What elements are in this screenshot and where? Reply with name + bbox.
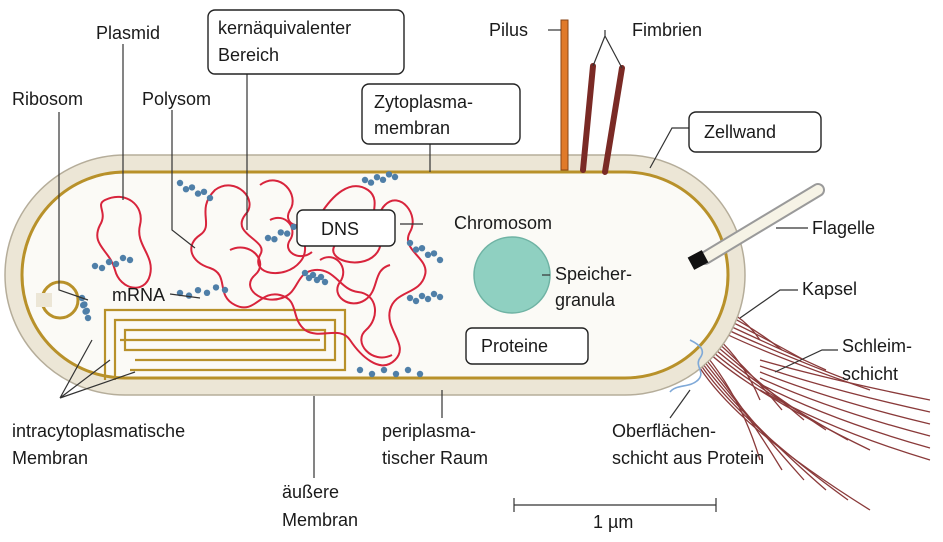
capsule-fibers — [700, 300, 930, 510]
ribosome — [437, 294, 443, 300]
ribosome — [407, 295, 413, 301]
label-kapsel: Kapsel — [802, 279, 857, 299]
ribosome — [195, 287, 201, 293]
ribosome — [213, 284, 219, 290]
ribosome — [374, 174, 380, 180]
label-polysom: Polysom — [142, 89, 211, 109]
ribosome — [106, 259, 112, 265]
label-peri-line1: periplasma- — [382, 421, 476, 441]
ribosome — [265, 235, 271, 241]
ribosome — [271, 236, 277, 242]
ribosome — [177, 180, 183, 186]
label-zyto-line2: membran — [374, 118, 450, 138]
ribosome — [113, 261, 119, 267]
ribosome — [207, 195, 213, 201]
ribosome — [413, 298, 419, 304]
label-scale: 1 µm — [593, 512, 633, 532]
ribosome — [222, 287, 228, 293]
ribosome — [425, 296, 431, 302]
label-intra-line2: Membran — [12, 448, 88, 468]
ribosome — [419, 293, 425, 299]
ribosome — [431, 291, 437, 297]
label-ober-line2: schicht aus Protein — [612, 448, 764, 468]
ribosome — [278, 229, 284, 235]
ribosome — [381, 367, 387, 373]
slime-fiber — [760, 378, 930, 436]
storage-granule — [474, 237, 550, 313]
scale-bar — [514, 498, 716, 512]
label-pilus: Pilus — [489, 20, 528, 40]
label-speicher-line1: Speicher- — [555, 264, 632, 284]
label-aeussere-line1: äußere — [282, 482, 339, 502]
ribosome — [127, 257, 133, 263]
pilus — [561, 20, 568, 170]
label-proteine: Proteine — [481, 336, 548, 356]
ribosome — [183, 186, 189, 192]
ribosome — [318, 274, 324, 280]
ribosome — [204, 290, 210, 296]
ribosome — [437, 257, 443, 263]
ribosome — [386, 171, 392, 177]
ribosome — [284, 230, 290, 236]
ribosome — [425, 252, 431, 258]
ribosome — [85, 315, 91, 321]
ribosome — [195, 190, 201, 196]
ribosome — [99, 265, 105, 271]
label-kern-line2: Bereich — [218, 45, 279, 65]
ribosome — [419, 245, 425, 251]
ribosome — [362, 177, 368, 183]
ribosome — [92, 263, 98, 269]
ribosome — [393, 371, 399, 377]
label-schleim-line2: schicht — [842, 364, 898, 384]
slime-fiber — [760, 390, 930, 460]
label-zyto-line1: Zytoplasma- — [374, 92, 473, 112]
ribosome — [310, 272, 316, 278]
ribosome — [84, 308, 90, 314]
label-kern-line1: kernäquivalenter — [218, 18, 351, 38]
ribosome — [368, 179, 374, 185]
ribosome — [413, 246, 419, 252]
ribosome — [120, 255, 126, 261]
label-fimbrien: Fimbrien — [632, 20, 702, 40]
label-mrna: mRNA — [112, 285, 165, 305]
ribosome — [81, 301, 87, 307]
label-zellwand: Zellwand — [704, 122, 776, 142]
ribosome — [369, 371, 375, 377]
ribosome — [201, 189, 207, 195]
ribosome — [189, 184, 195, 190]
label-schleim-line1: Schleim- — [842, 336, 912, 356]
label-flagelle: Flagelle — [812, 218, 875, 238]
label-ribosom: Ribosom — [12, 89, 83, 109]
label-aeussere-line2: Membran — [282, 510, 358, 530]
label-peri-line2: tischer Raum — [382, 448, 488, 468]
ribosome — [186, 292, 192, 298]
capsule-fiber — [700, 344, 870, 450]
ribosome — [417, 371, 423, 377]
ribosome — [392, 174, 398, 180]
ribosome — [380, 177, 386, 183]
ribosome — [290, 224, 296, 230]
ribosome — [407, 240, 413, 246]
ribosome — [322, 279, 328, 285]
label-ober-line1: Oberflächen- — [612, 421, 716, 441]
label-chromosom: Chromosom — [454, 213, 552, 233]
ribosome — [431, 250, 437, 256]
ribosome — [405, 367, 411, 373]
label-speicher-line2: granula — [555, 290, 616, 310]
ribosome — [302, 270, 308, 276]
label-plasmid: Plasmid — [96, 23, 160, 43]
label-dns: DNS — [321, 219, 359, 239]
ribosome — [357, 367, 363, 373]
label-intra-line1: intracytoplasmatische — [12, 421, 185, 441]
